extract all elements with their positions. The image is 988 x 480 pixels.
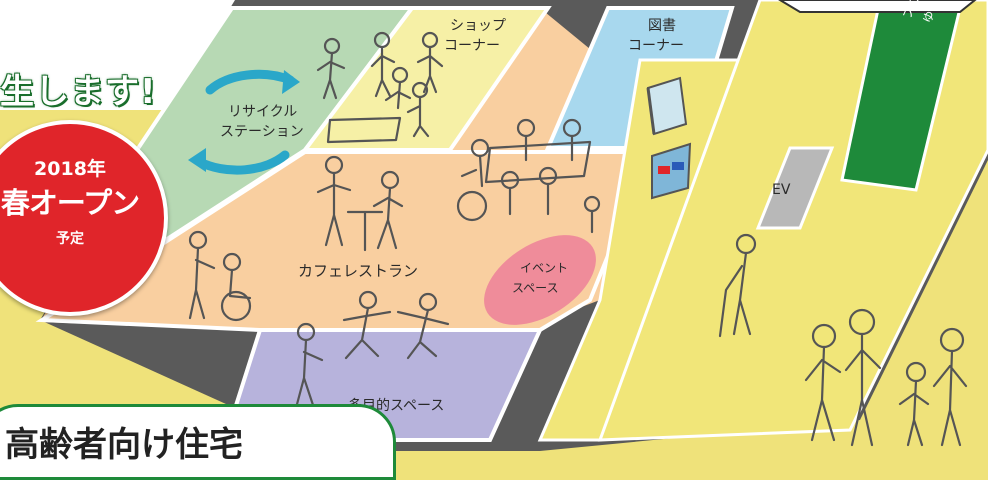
elevator-area bbox=[755, 146, 835, 230]
cafe-label: カフェレストラン bbox=[298, 262, 418, 280]
recycle-arrows-icon bbox=[195, 69, 295, 175]
headline: 生します! bbox=[0, 72, 157, 112]
speech-bubble bbox=[778, 0, 977, 13]
book-icon bbox=[646, 76, 688, 136]
people-illustrations bbox=[188, 31, 968, 447]
floor-map: リサイクル ステーション ショップ コーナー 図書 コーナー カフェレストラン … bbox=[0, 0, 988, 451]
shop-label-line2: コーナー bbox=[444, 38, 500, 54]
elevator-label: EV bbox=[772, 182, 791, 198]
badge-sub: 予定 bbox=[56, 231, 84, 247]
shop-label-line1: ショップ bbox=[450, 18, 506, 34]
event-label-line1: イベント bbox=[520, 261, 568, 275]
recycle-label-line1: リサイクル bbox=[228, 104, 297, 120]
front-desk-sign bbox=[840, 0, 964, 192]
housing-title: 高齢者向け住宅 bbox=[5, 425, 243, 465]
badge-main: 春オープン bbox=[0, 186, 140, 220]
opening-badge: 2018年 春オープン 予定 bbox=[0, 120, 168, 316]
housing-title-tab: 高齢者向け住宅 bbox=[0, 404, 396, 480]
recycle-arrow-head-icon bbox=[282, 70, 300, 94]
restroom-sign-icon bbox=[651, 142, 692, 200]
recycle-arrow-head-icon bbox=[188, 148, 206, 172]
recycle-label-line2: ステーション bbox=[220, 124, 304, 140]
library-label-line2: コーナー bbox=[628, 38, 684, 54]
event-space-area bbox=[484, 235, 596, 325]
event-label-line2: スペース bbox=[512, 281, 559, 295]
badge-year: 2018年 bbox=[34, 158, 106, 180]
library-label-line1: 図書 bbox=[648, 18, 676, 34]
